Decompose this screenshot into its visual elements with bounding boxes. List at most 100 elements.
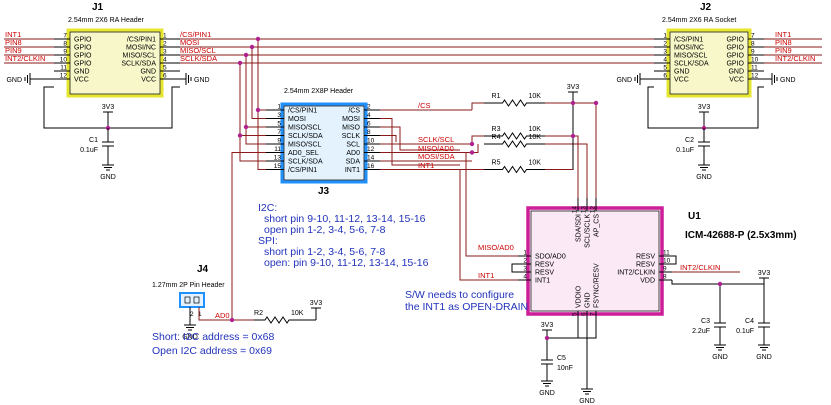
- j3-left-pin-name: MISO/SCL: [288, 142, 322, 149]
- mosi-link-wire: [380, 118, 460, 166]
- j3-right-pin-name: MOSI: [342, 116, 360, 123]
- j1-right-net-label: SCLK/SDA: [180, 54, 217, 63]
- r3-to-sda: [545, 135, 579, 198]
- junction-dot: [255, 36, 261, 42]
- j2-right-net-label: PIN9: [775, 46, 792, 55]
- u1-bottom-pin-name: VDDIO: [576, 285, 583, 308]
- j3-right-pin-num: 12: [367, 146, 375, 153]
- net-cs-label: /CS: [418, 101, 431, 110]
- u1-left-pin-name: RESV: [535, 262, 554, 269]
- connector-j1: J1 2.54mm 2X6 RA Header GPIO7GPIO8GPIO9G…: [54, 2, 180, 98]
- j1-left-pin-name: GND: [74, 69, 90, 76]
- junction-dot: [717, 281, 723, 287]
- j1-left-pin-name: VCC: [74, 77, 89, 84]
- vcc-vdd: 3V3: [758, 270, 770, 279]
- connector-j2: J2 2.54mm 2X6 RA Socket /CS/PIN11MOSI/NC…: [654, 2, 764, 98]
- vcc-label: 3V3: [310, 300, 323, 307]
- u1-bottom-pin-name: FSYNC/RESV: [594, 263, 601, 308]
- net-int1-label: INT1: [418, 161, 434, 170]
- j2-left-pin-num: 2: [663, 41, 667, 48]
- net-u1-int1-label: INT1: [478, 271, 494, 280]
- cap-value: 0.1uF: [80, 147, 98, 154]
- mosi-bus-drop: [251, 47, 266, 119]
- u1-top-pin-num: 12: [590, 206, 597, 214]
- j1-title: 2.54mm 2X6 RA Header: [68, 17, 145, 24]
- j3-right-pin-name: /CS: [348, 108, 360, 115]
- r4-to-scl: [545, 143, 588, 198]
- note-line-6: open: pin 9-10, 11-12, 13-14, 15-16: [264, 257, 429, 269]
- gnd-c2: GND: [696, 160, 712, 181]
- j2-right-net-label: INT1: [775, 30, 791, 39]
- j1-right-pin-num: 3: [163, 49, 167, 56]
- j1-left-pin-num: 12: [60, 73, 68, 80]
- j2-left-pin-name: MISO/SCL: [674, 53, 708, 60]
- j4-body: [179, 292, 205, 308]
- u1-bottom-pin-num: 5: [572, 312, 579, 316]
- j4-pin-num-2: 2: [190, 311, 194, 318]
- gnd-label: GND: [616, 77, 632, 84]
- gnd-label: GND: [194, 77, 210, 84]
- u1-part: ICM-42688-P (2.5x3mm): [685, 230, 797, 241]
- j2-right-pin-num: 11: [751, 65, 758, 72]
- gnd-label: GND: [182, 334, 198, 341]
- j2-left-pin-num: 1: [663, 33, 667, 40]
- r1-left-wire: [471, 102, 484, 110]
- resistor-body: [254, 316, 300, 324]
- cap-ref: C5: [557, 355, 566, 362]
- j1-ref: J1: [92, 2, 104, 13]
- capacitor-c3: C32.2uF: [692, 310, 726, 340]
- gnd-c3: GND: [712, 340, 728, 361]
- u1-bottom-pin-num: 7: [590, 312, 597, 316]
- u1-right-pin-num: 10: [663, 258, 671, 265]
- j3-left-pin-num: 3: [277, 112, 281, 119]
- j1-left-net-label: PIN9: [5, 46, 22, 55]
- j2-body: [666, 28, 752, 98]
- j2-right-pin-name: GND: [728, 69, 744, 76]
- j2-left-pin-name: GND: [674, 69, 690, 76]
- junction-dot: [255, 107, 261, 113]
- j4-pin-num-1: 1: [198, 311, 202, 318]
- j3-ref: J3: [318, 186, 330, 197]
- u1-top-pin-name: SCL/SCLK: [585, 214, 592, 248]
- connector-j4: J4 1.27mm 2P Pin Header 2 1: [152, 264, 225, 318]
- j3-right-pin-num: 2: [367, 104, 371, 111]
- gnd-j1-right: GND: [185, 73, 210, 85]
- note-line-3: open pin 1-2, 3-4, 5-6, 7-8: [264, 224, 386, 236]
- resistor-value: 10K: [529, 93, 542, 100]
- j3-left-pin-num: 9: [277, 138, 281, 145]
- cap-value: 10nF: [557, 365, 573, 372]
- note-addr-line-1: Short: I2C address = 0x68: [152, 331, 274, 343]
- j1-right-pin-name: MOSI/NC: [126, 45, 156, 52]
- vcc-label: 3V3: [698, 104, 711, 111]
- capacitor-c2: C20.1uF: [676, 128, 710, 160]
- j1-right-pin-num: 4: [163, 57, 167, 64]
- gnd-label: GND: [100, 174, 116, 181]
- junction-dot: [469, 141, 475, 147]
- gnd-label: GND: [579, 398, 595, 405]
- j1-right-pin-num: 6: [163, 73, 167, 80]
- gnd-j4: GND: [182, 320, 198, 341]
- j4-ref: J4: [197, 264, 209, 275]
- j1-right-pin-num: 1: [163, 33, 167, 40]
- note-line-2: short pin 9-10, 11-12, 13-14, 15-16: [264, 213, 426, 225]
- j1-left-net-label: INT1: [5, 30, 21, 39]
- miso-bus-drop: [245, 55, 266, 128]
- vcc-j1: 3V3: [102, 104, 114, 113]
- vcc-pullups: 3V3: [567, 84, 579, 93]
- net-u1-ad0-label: MISO/AD0: [478, 243, 514, 252]
- j4-pin-1-pad: [193, 296, 200, 304]
- j2-right-pin-name: GPIO: [726, 37, 744, 44]
- j3-left-pin-num: 5: [277, 121, 281, 128]
- j1-left-net-label: PIN8: [5, 38, 22, 47]
- resistor-ref: R1: [492, 93, 501, 100]
- resistor-ref: R4: [492, 134, 501, 141]
- j3-right-pin-name: SCL: [346, 142, 360, 149]
- capacitor-c4: C40.1uF: [736, 310, 770, 340]
- j2-ref: J2: [700, 2, 712, 13]
- u1-top-pin-num: 14: [572, 206, 579, 214]
- j3-right-pin-name: AD0: [346, 150, 360, 157]
- junction-dot: [237, 133, 243, 138]
- cap-value: 0.1uF: [676, 147, 694, 154]
- j3-body: [280, 102, 368, 184]
